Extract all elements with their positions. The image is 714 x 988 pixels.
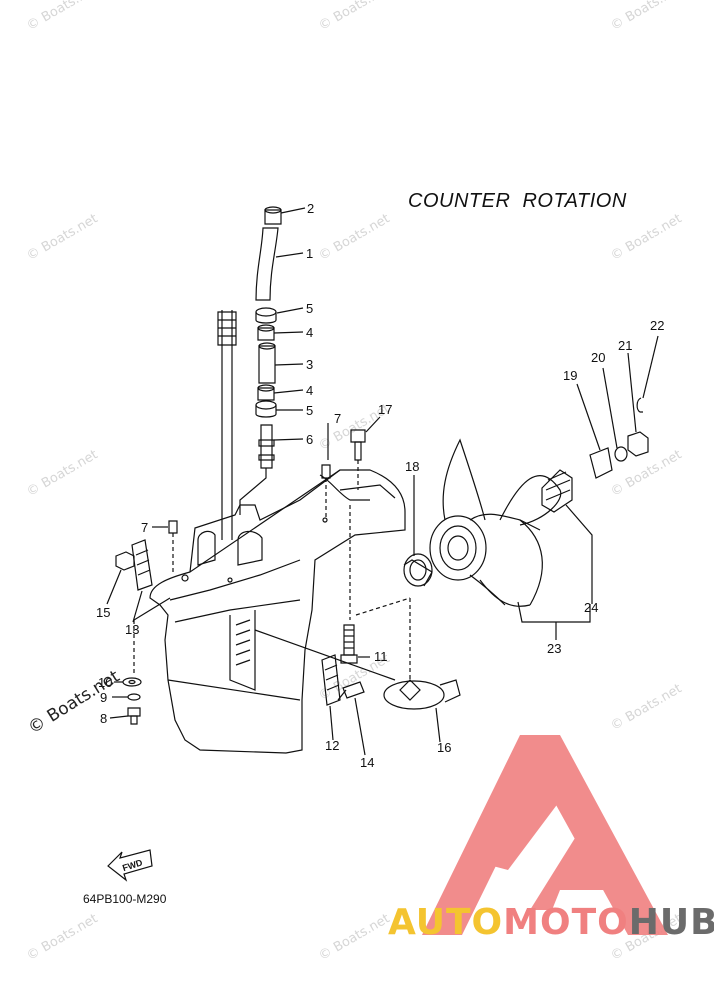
logo-part-moto: MOTO [503, 902, 629, 943]
callout-2: 2 [307, 201, 314, 216]
callout-4: 4 [306, 383, 313, 398]
lower-casing [149, 469, 406, 754]
callout-7: 7 [141, 520, 148, 535]
callout-18: 18 [405, 459, 419, 474]
logo-part-auto: AUTO [388, 902, 504, 943]
callout-13: 13 [125, 622, 139, 637]
callout-3: 3 [306, 357, 313, 372]
callout-5: 5 [306, 403, 313, 418]
callout-21: 21 [618, 338, 632, 353]
callout-1: 1 [306, 246, 313, 261]
fwd-label: FWD [121, 857, 144, 873]
reference-code: 64PB100-M290 [83, 892, 167, 906]
grommet-top [264, 209, 282, 225]
callout-24: 24 [584, 600, 598, 615]
callout-5: 5 [306, 301, 313, 316]
callout-16: 16 [437, 740, 451, 755]
callout-17: 17 [378, 402, 392, 417]
callout-labels: 2 1 5 4 3 4 5 6 7 17 18 7 15 13 10 9 8 1… [96, 201, 664, 873]
propeller [429, 438, 562, 607]
callout-6: 6 [306, 432, 313, 447]
callout-4: 4 [306, 325, 313, 340]
callout-14: 14 [360, 755, 374, 770]
callout-11: 11 [374, 649, 388, 664]
fwd-arrow [107, 849, 153, 882]
callout-20: 20 [591, 350, 605, 365]
callout-15: 15 [96, 605, 110, 620]
callout-12: 12 [325, 738, 339, 753]
callout-10: 10 [98, 675, 112, 690]
callout-9: 9 [100, 690, 107, 705]
callout-8: 8 [100, 711, 107, 726]
callout-22: 22 [650, 318, 664, 333]
drive-shaft [217, 310, 237, 540]
logo-part-hub: HUB [628, 902, 714, 943]
diagram-title: COUNTER ROTATION [408, 190, 627, 212]
callout-23: 23 [547, 641, 561, 656]
callout-19: 19 [563, 368, 577, 383]
water-tube [255, 227, 279, 301]
logo-wordmark: AUTOMOTOHUB [388, 902, 714, 943]
callout-7: 7 [334, 411, 341, 426]
